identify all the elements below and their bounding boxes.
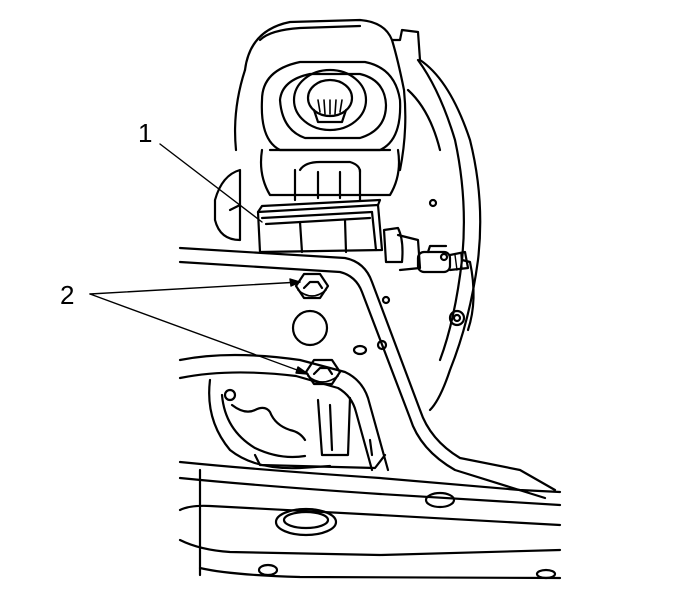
arrowhead-2b xyxy=(295,366,309,375)
upper-bolt xyxy=(294,272,330,300)
sensor-connector xyxy=(382,226,470,274)
leader-lines xyxy=(89,143,309,375)
callout-1-label: 1 xyxy=(138,118,153,148)
mount-isolator xyxy=(259,60,402,202)
lower-frame-rail xyxy=(178,460,562,580)
leader-line-1 xyxy=(159,143,263,223)
transmission-case xyxy=(208,378,387,470)
engine-housing xyxy=(213,18,482,412)
mount-bracket xyxy=(256,198,384,254)
leader-line-2b xyxy=(89,293,309,375)
mounting-bolts xyxy=(294,272,342,386)
leader-line-2a xyxy=(89,281,301,295)
callout-2-label: 2 xyxy=(60,280,75,310)
arrowhead-2a xyxy=(289,278,301,287)
lower-bolt xyxy=(304,358,342,386)
crossmember xyxy=(178,246,557,500)
